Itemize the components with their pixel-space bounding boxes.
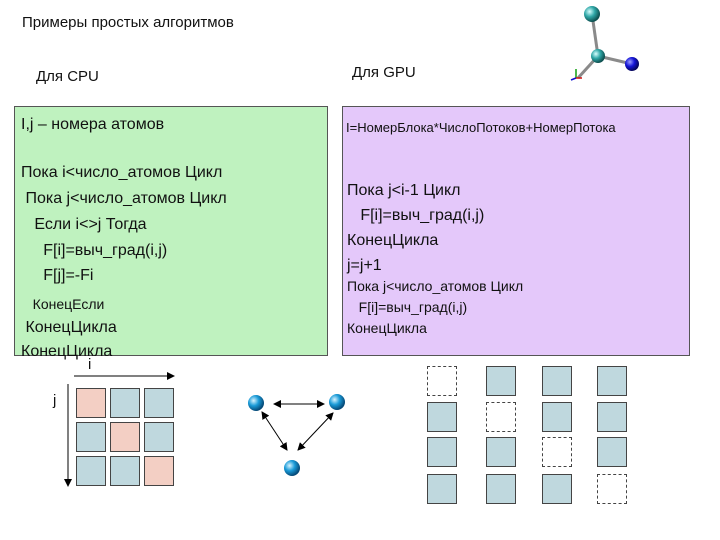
cpu-heading: Для CPU: [36, 68, 99, 85]
grid-cell: [110, 456, 140, 486]
grid-cell: [427, 402, 457, 432]
gpu-code-line: Пока j<i-1 Цикл: [347, 182, 461, 199]
grid-cell-diagonal: [486, 402, 516, 432]
grid-cell: [542, 474, 572, 504]
atom-icon: [284, 460, 300, 476]
j-axis-label: j: [53, 392, 57, 409]
gpu-code-line: F[i]=выч_град(i,j): [347, 207, 485, 224]
gpu-code-line: F[i]=выч_град(i,j): [347, 299, 468, 315]
gpu-code-panel: I=НомерБлока*ЧислоПотоков+НомерПотока По…: [342, 106, 690, 356]
grid-cell: [486, 474, 516, 504]
cpu-code-line: Пока j<число_атомов Цикл: [21, 190, 227, 207]
grid-cell: [76, 422, 106, 452]
grid-cell-diagonal: [427, 366, 457, 396]
grid-cell: [597, 402, 627, 432]
grid-cell: [427, 437, 457, 467]
grid-cell: [144, 422, 174, 452]
grid-cell: [110, 388, 140, 418]
grid-cell: [486, 437, 516, 467]
cpu-code-line: КонецЦикла: [21, 343, 113, 360]
cpu-code-line: Если i<>j Тогда: [21, 216, 147, 233]
grid-cell: [76, 456, 106, 486]
grid-cell: [597, 366, 627, 396]
cpu-code-line: Пока i<число_атомов Цикл: [21, 164, 223, 181]
gpu-heading: Для GPU: [352, 64, 416, 81]
grid-cell: [542, 402, 572, 432]
grid-cell-diagonal: [144, 456, 174, 486]
axis-triad-icon: [568, 66, 584, 82]
cpu-code-panel: I,j – номера атомов Пока i<число_атомов …: [14, 106, 328, 360]
atom-triangle-icon: [248, 394, 345, 476]
gpu-code-line: Пока j<число_атомов Цикл: [347, 278, 524, 294]
page-title: Примеры простых алгоритмов: [22, 14, 234, 31]
grid-cell-diagonal: [597, 474, 627, 504]
atom-icon: [248, 395, 264, 411]
grid-cell: [486, 366, 516, 396]
grid-cell-diagonal: [542, 437, 572, 467]
cpu-header-line: I,j – номера атомов: [21, 116, 165, 133]
molecule-icon: [560, 0, 660, 90]
grid-cell: [597, 437, 627, 467]
grid-cell: [427, 474, 457, 504]
gpu-code-line: j=j+1: [347, 257, 382, 274]
i-axis-label: i: [88, 356, 92, 373]
grid-cell-diagonal: [76, 388, 106, 418]
cpu-code-line: F[i]=выч_град(i,j): [21, 242, 168, 259]
cpu-code-line: КонецЕсли: [21, 296, 105, 312]
gpu-header-line: I=НомерБлока*ЧислоПотоков+НомерПотока: [346, 120, 616, 135]
grid-cell-diagonal: [110, 422, 140, 452]
cpu-code-line: F[j]=-Fi: [21, 267, 94, 284]
gpu-code-line: КонецЦикла: [347, 232, 439, 249]
grid-cell: [144, 388, 174, 418]
cpu-code-line: КонецЦикла: [21, 319, 117, 336]
atom-icon: [329, 394, 345, 410]
gpu-code-line: КонецЦикла: [347, 320, 427, 336]
grid-cell: [542, 366, 572, 396]
